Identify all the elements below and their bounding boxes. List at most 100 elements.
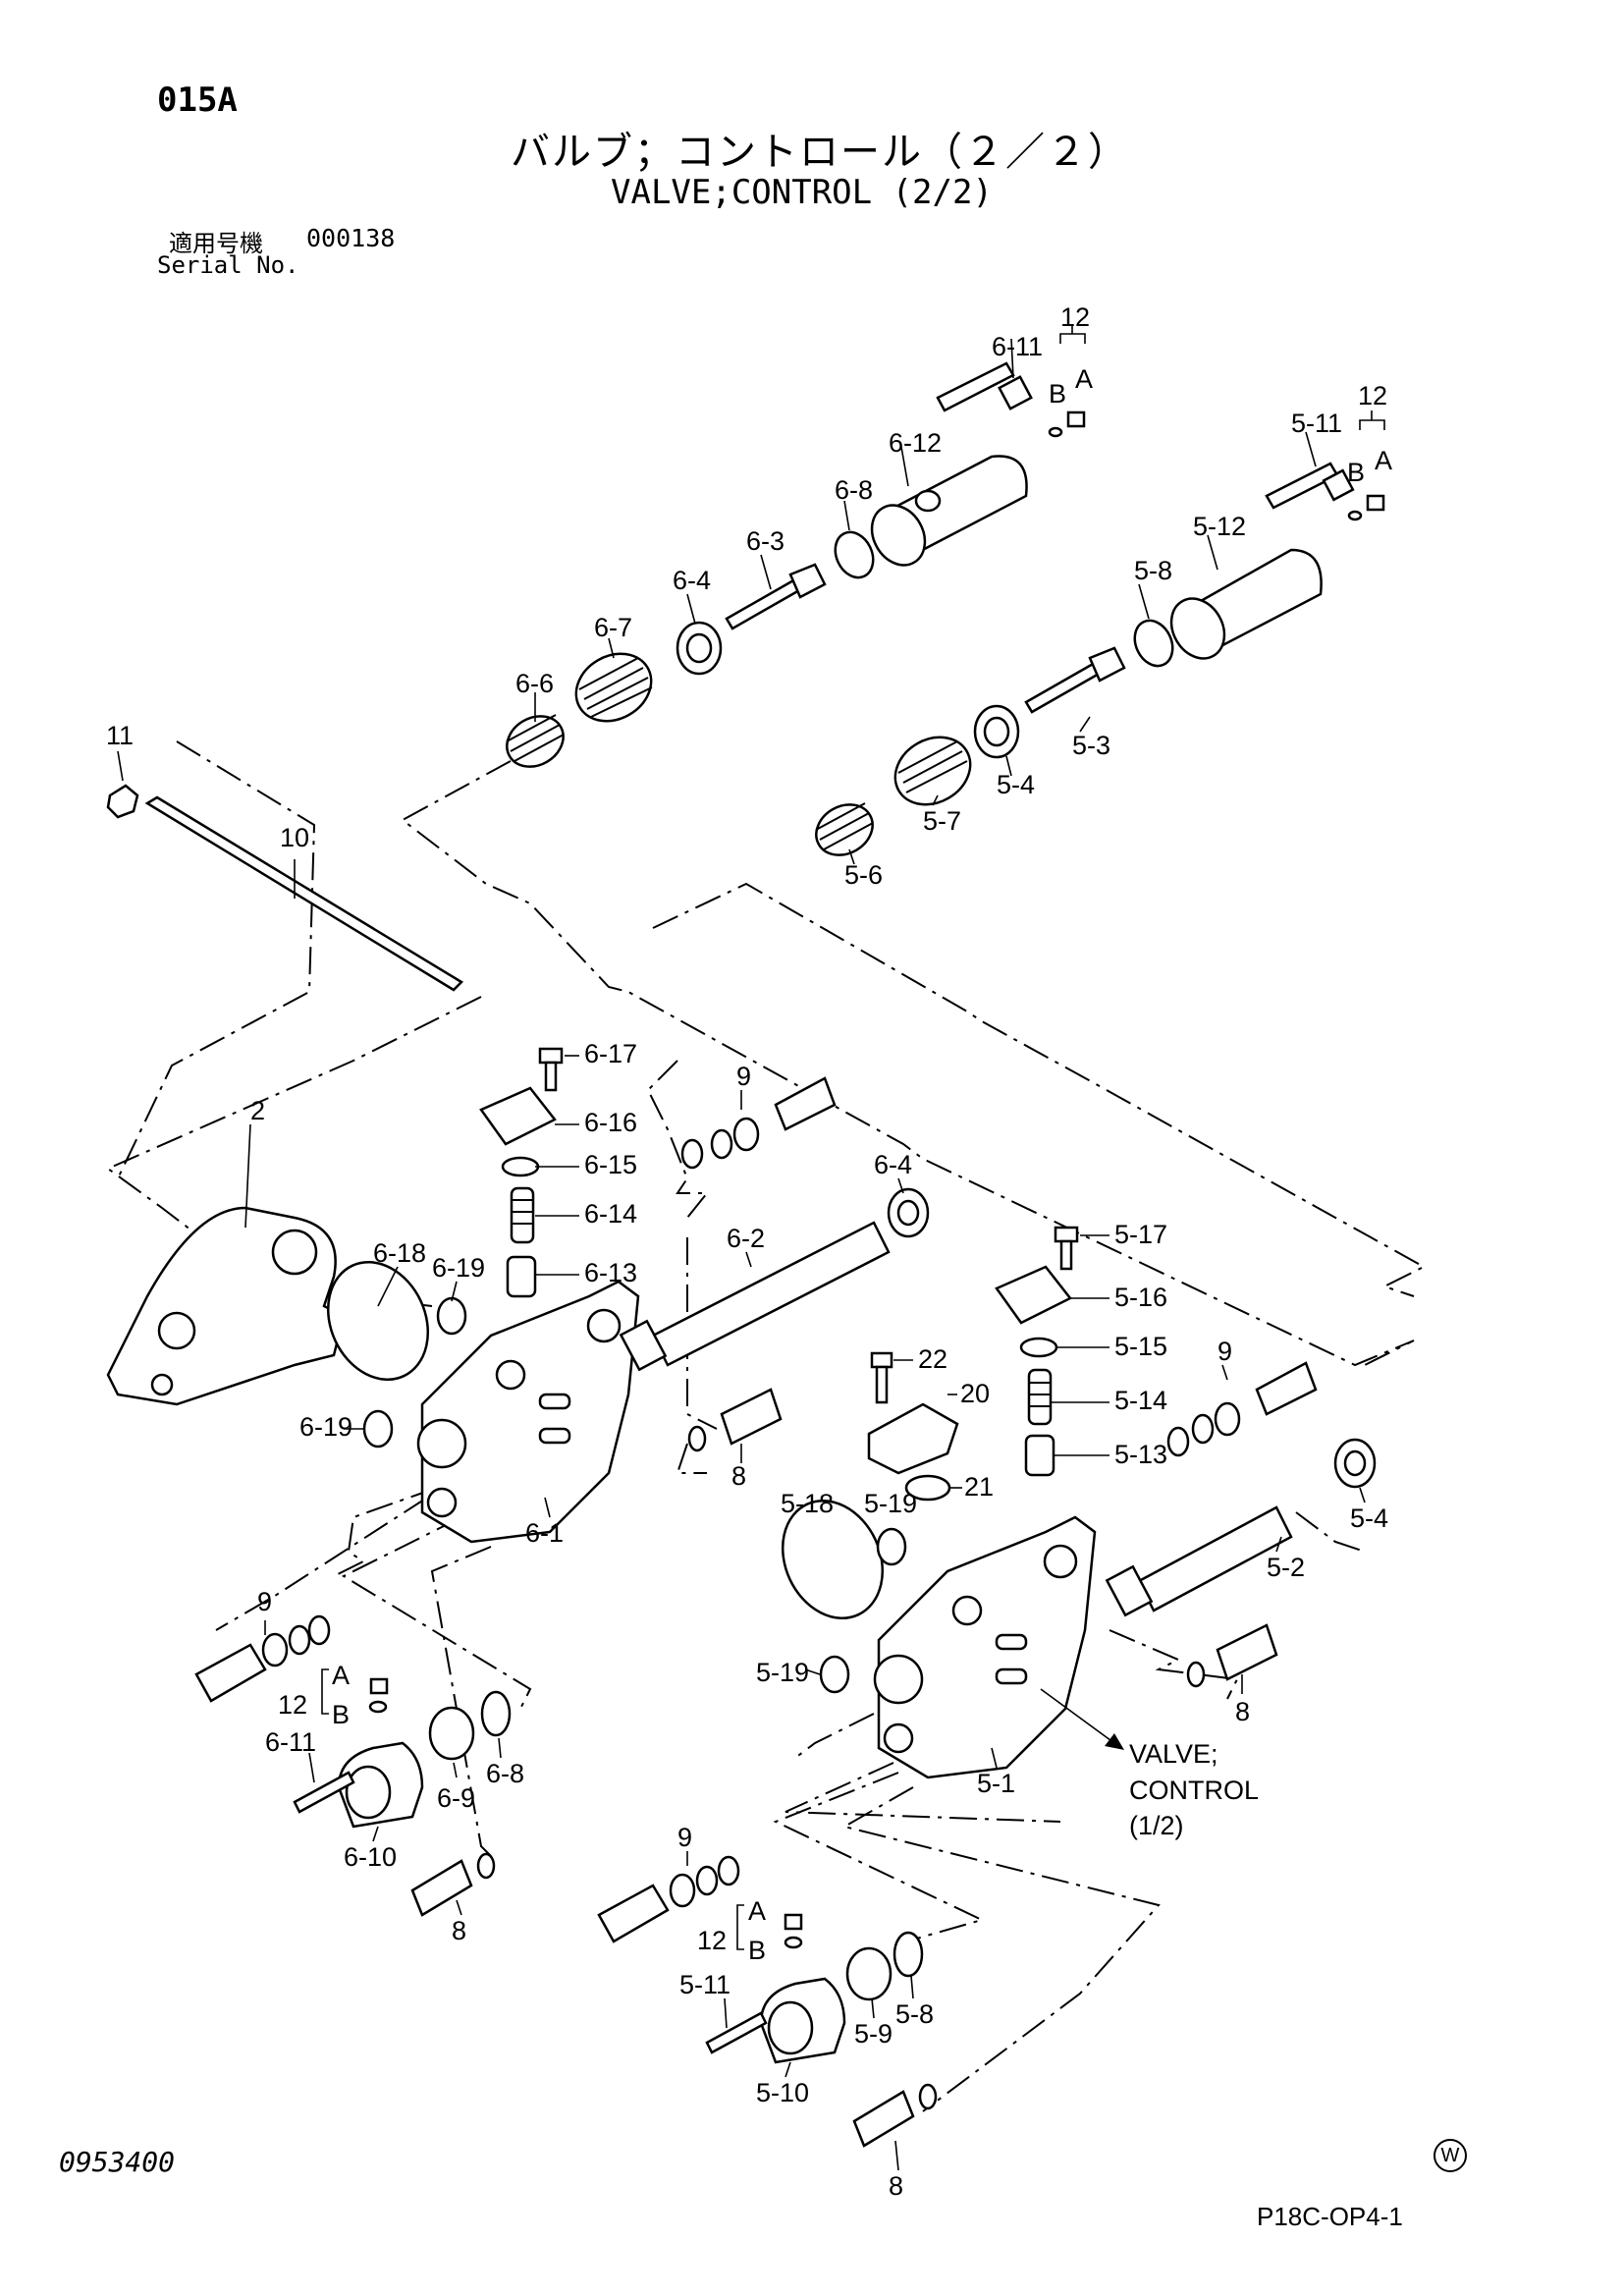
relief-8-bottom bbox=[852, 2083, 938, 2148]
bolt-6-11b bbox=[293, 1771, 355, 1814]
label-5-15: 5-15 bbox=[1114, 1332, 1167, 1361]
label-5-11-b: 5-11 bbox=[679, 1970, 730, 1999]
oring-5-18 bbox=[781, 1500, 885, 1619]
callout-line-3: (1/2) bbox=[1129, 1811, 1184, 1840]
plug-12-left bbox=[368, 1677, 389, 1714]
oring-6-8 bbox=[834, 530, 875, 579]
label-11: 11 bbox=[106, 721, 134, 750]
label-5-8: 5-8 bbox=[1134, 556, 1172, 585]
oring-6-15 bbox=[501, 1156, 540, 1177]
oring-6-18 bbox=[326, 1261, 430, 1381]
label-6-4-b: 6-4 bbox=[874, 1150, 912, 1179]
leader-lines bbox=[117, 338, 1366, 2171]
label-20: 20 bbox=[960, 1379, 990, 1408]
spool-end-6-3 bbox=[725, 563, 827, 630]
cover-2 bbox=[106, 1206, 346, 1406]
label-8-a: 8 bbox=[731, 1461, 746, 1491]
nut-11 bbox=[106, 784, 139, 819]
label-12-b: 12 bbox=[1358, 381, 1387, 410]
bolt-5-17 bbox=[1054, 1226, 1079, 1271]
cap-6-10 bbox=[337, 1741, 424, 1829]
plug-5-13 bbox=[1024, 1434, 1055, 1477]
spring-6-14 bbox=[510, 1186, 535, 1244]
label-6-17: 6-17 bbox=[584, 1039, 637, 1068]
label-5-6: 5-6 bbox=[844, 860, 883, 890]
label-6-14: 6-14 bbox=[584, 1199, 637, 1229]
oring-5-8b bbox=[893, 1931, 924, 1978]
label-6-10: 6-10 bbox=[344, 1842, 397, 1872]
label-6-19-b: 6-19 bbox=[299, 1412, 352, 1442]
label-b-d: B bbox=[748, 1936, 766, 1965]
relief-9-left bbox=[194, 1614, 331, 1703]
bolt-5-11b bbox=[705, 2011, 768, 2054]
w-mark: W bbox=[1434, 2139, 1467, 2172]
bracket-12-bottom bbox=[736, 1904, 744, 1950]
assembly-line bbox=[215, 1497, 428, 1631]
oring-5-15 bbox=[1019, 1337, 1058, 1358]
assembly-line bbox=[794, 1713, 875, 1759]
bolt-5-11 bbox=[1265, 462, 1355, 510]
plate-5-16 bbox=[995, 1265, 1072, 1325]
label-5-18: 5-18 bbox=[781, 1489, 834, 1518]
assembly-line bbox=[784, 1762, 1061, 1823]
bolt-6-11 bbox=[936, 361, 1033, 412]
label-5-7: 5-7 bbox=[923, 806, 961, 836]
label-5-19-b: 5-19 bbox=[756, 1658, 809, 1687]
cap-5-10 bbox=[759, 1977, 846, 2064]
label-6-11-b: 6-11 bbox=[265, 1727, 316, 1757]
seat-6-4b bbox=[887, 1187, 930, 1238]
assembly-line bbox=[401, 760, 1415, 1367]
assembly-line bbox=[341, 1516, 532, 1710]
oring-6-19-lower bbox=[362, 1409, 394, 1449]
document-number: 0953400 bbox=[59, 2146, 176, 2178]
label-6-19-a: 6-19 bbox=[432, 1253, 485, 1283]
seat-5-4b bbox=[1333, 1438, 1377, 1489]
assembly-line bbox=[117, 740, 316, 1179]
label-a-1: A bbox=[1075, 364, 1093, 394]
bracket-12-top-left bbox=[1059, 324, 1086, 344]
label-12-a: 12 bbox=[1060, 302, 1090, 332]
assembly-line bbox=[646, 1060, 710, 1219]
valve-control-callout-arrow bbox=[1040, 1688, 1124, 1750]
plug-12-bottom bbox=[784, 1913, 803, 1949]
label-6-8: 6-8 bbox=[835, 475, 873, 505]
label-6-8-b: 6-8 bbox=[486, 1759, 524, 1788]
label-5-1: 5-1 bbox=[977, 1769, 1015, 1798]
assembly-line bbox=[686, 1237, 718, 1430]
oring-5-19-lower bbox=[819, 1655, 850, 1694]
label-5-3: 5-3 bbox=[1072, 731, 1110, 760]
bracket-12-left bbox=[321, 1668, 329, 1715]
plug-12-top-left bbox=[1048, 410, 1086, 438]
label-12-c: 12 bbox=[278, 1690, 307, 1720]
label-12-d: 12 bbox=[697, 1926, 727, 1955]
seat-5-9 bbox=[845, 1946, 893, 2001]
bracket-12-top-right bbox=[1359, 410, 1385, 430]
label-5-16: 5-16 bbox=[1114, 1283, 1167, 1312]
label-5-17: 5-17 bbox=[1114, 1220, 1167, 1249]
oring-6-19-upper bbox=[436, 1296, 467, 1336]
label-6-6: 6-6 bbox=[515, 669, 554, 698]
label-5-10: 5-10 bbox=[756, 2078, 809, 2107]
bolt-22 bbox=[870, 1351, 893, 1404]
label-10: 10 bbox=[280, 823, 309, 852]
label-6-12: 6-12 bbox=[889, 428, 942, 458]
label-5-13: 5-13 bbox=[1114, 1440, 1167, 1469]
label-6-2: 6-2 bbox=[727, 1224, 765, 1253]
tie-bolt-10 bbox=[144, 795, 464, 992]
label-a-2: A bbox=[1375, 446, 1392, 475]
relief-8-right bbox=[1186, 1623, 1278, 1688]
label-8-b: 8 bbox=[452, 1916, 466, 1945]
spool-end-5-3 bbox=[1024, 646, 1126, 714]
page-reference: P18C-OP4-1 bbox=[1257, 2202, 1403, 2231]
label-b-2: B bbox=[1347, 458, 1365, 487]
label-9-a: 9 bbox=[736, 1062, 751, 1091]
spring-5-6 bbox=[815, 802, 874, 856]
label-6-3: 6-3 bbox=[746, 526, 784, 556]
seat-6-9 bbox=[428, 1706, 475, 1761]
label-5-12: 5-12 bbox=[1193, 512, 1246, 541]
label-6-1: 6-1 bbox=[525, 1518, 564, 1548]
label-6-18: 6-18 bbox=[373, 1238, 426, 1268]
assembly-line bbox=[1295, 1511, 1366, 1553]
cap-5-12 bbox=[1169, 548, 1323, 660]
oring-5-19-upper bbox=[876, 1527, 907, 1566]
